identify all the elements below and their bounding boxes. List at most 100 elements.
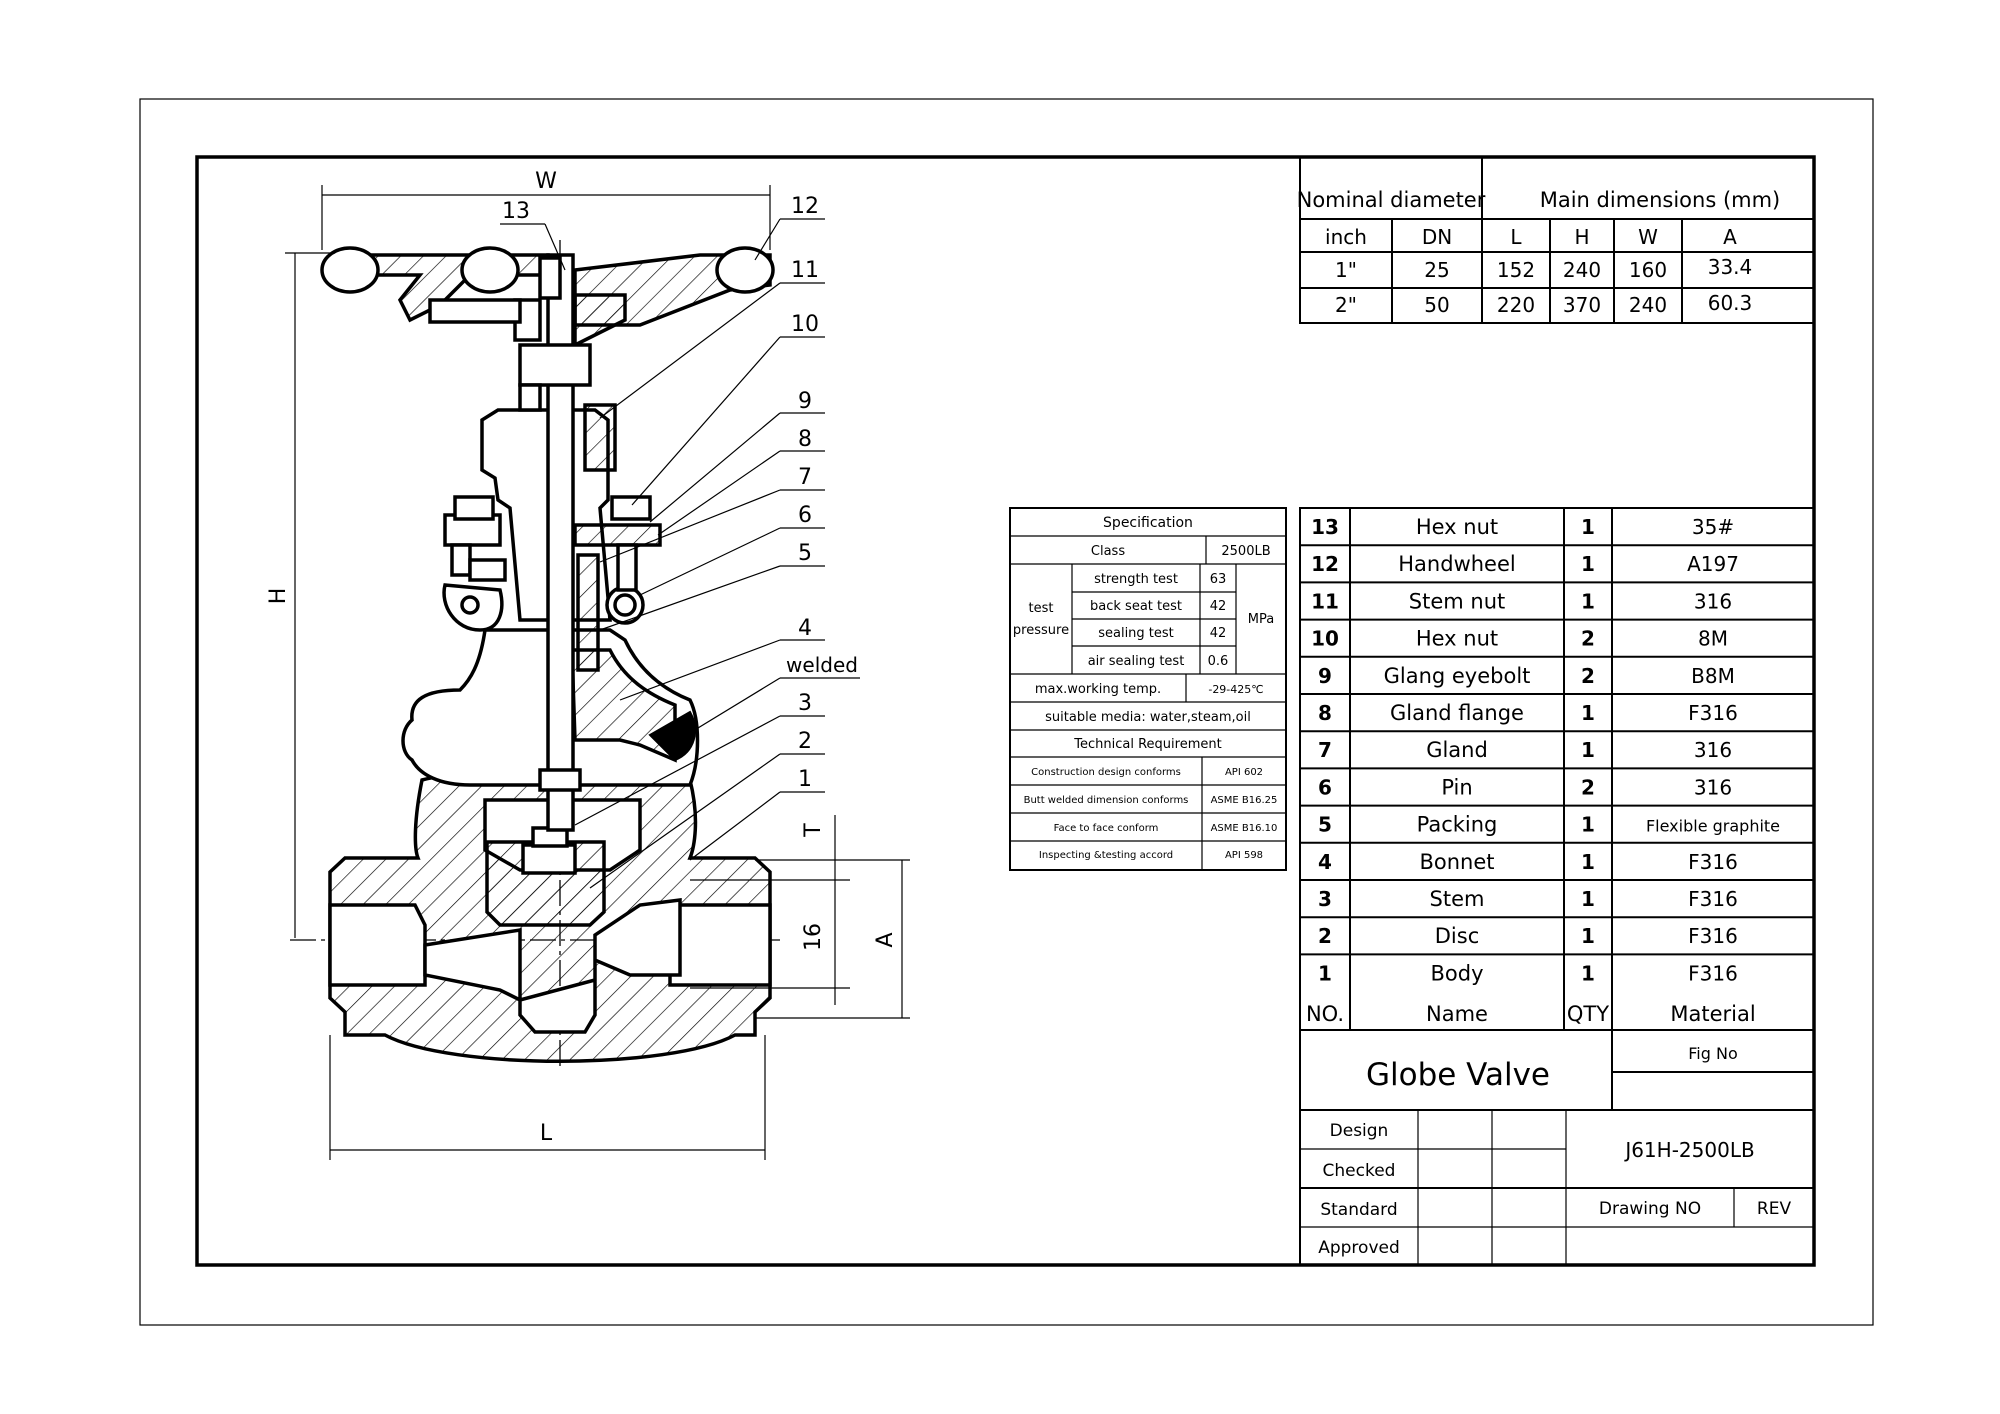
part-no: 3 <box>1318 887 1332 911</box>
gland-flange <box>573 523 662 547</box>
part-material: Flexible graphite <box>1646 817 1780 836</box>
dim-cell: 33.4 <box>1708 255 1753 279</box>
col-l: L <box>1510 225 1522 249</box>
part-qty: 1 <box>1581 552 1595 576</box>
part-material: A197 <box>1687 552 1739 576</box>
callout-3: 3 <box>798 691 812 716</box>
callout-6: 6 <box>798 503 812 528</box>
requirement-value: API 598 <box>1225 850 1263 861</box>
part-name: Glang eyebolt <box>1384 664 1531 688</box>
part-no: 13 <box>1311 515 1339 539</box>
part-qty: 1 <box>1581 850 1595 874</box>
part-material: 316 <box>1694 775 1732 799</box>
spec-class-value: 2500LB <box>1221 544 1270 559</box>
dim-l-label: L <box>540 1121 553 1146</box>
callout-4: 4 <box>798 616 812 641</box>
part-material: 35# <box>1692 515 1734 539</box>
pressure-unit: MPa <box>1248 612 1274 627</box>
part-qty: 1 <box>1581 515 1595 539</box>
dim-cell: 2" <box>1335 293 1357 317</box>
dimension-lines: W H L A T 16 <box>266 169 910 1160</box>
part-qty: 1 <box>1581 813 1595 837</box>
requirement-value: ASME B16.25 <box>1211 795 1278 806</box>
test-value: 0.6 <box>1208 654 1229 669</box>
part-name: Stem <box>1430 887 1485 911</box>
callout-1: 1 <box>798 767 812 792</box>
col-h: H <box>1574 225 1589 249</box>
part-name: Handwheel <box>1398 552 1515 576</box>
part-qty: 1 <box>1581 701 1595 725</box>
part-no: 12 <box>1311 552 1339 576</box>
part-material: F316 <box>1688 961 1738 985</box>
outer-frame <box>139 98 1874 1326</box>
part-name: Gland <box>1426 738 1488 762</box>
part-material: F316 <box>1688 701 1738 725</box>
dim-a-label: A <box>873 932 898 947</box>
test-name: air sealing test <box>1088 654 1185 669</box>
dim-cell: 152 <box>1497 258 1535 282</box>
col-w: W <box>1638 225 1658 249</box>
spec-title: Specification <box>1103 515 1193 531</box>
callout-2: 2 <box>798 729 812 754</box>
callout-10: 10 <box>791 312 819 337</box>
test-name: sealing test <box>1098 626 1174 641</box>
part-name: Pin <box>1441 775 1472 799</box>
part-callouts: 13 12 11 10 9 8 7 6 5 <box>500 194 860 889</box>
part-material: F316 <box>1688 887 1738 911</box>
dim-cell: 240 <box>1629 293 1667 317</box>
callout-7: 7 <box>798 465 812 490</box>
suitable-media: suitable media: water,steam,oil <box>1045 710 1251 725</box>
dimensions-table: Nominal diameter Main dimensions (mm) in… <box>1297 156 1815 324</box>
dim-cell: 1" <box>1335 258 1357 282</box>
part-material: 316 <box>1694 589 1732 613</box>
dim-t-label: T <box>801 823 826 838</box>
callout-8: 8 <box>798 427 812 452</box>
dim-cell: 370 <box>1563 293 1601 317</box>
welded-label: welded <box>786 653 858 677</box>
approved-label: Approved <box>1318 1238 1400 1258</box>
weld-bead <box>648 710 696 762</box>
requirement-name: Construction design conforms <box>1031 767 1181 778</box>
dim-w-label: W <box>535 169 557 194</box>
part-no: 1 <box>1318 961 1332 985</box>
requirement-name: Butt welded dimension conforms <box>1024 795 1189 806</box>
callout-12: 12 <box>791 194 819 219</box>
test-name: strength test <box>1094 572 1178 587</box>
header-qty: QTY <box>1567 1002 1609 1026</box>
rev-label: REV <box>1757 1199 1792 1219</box>
part-name: Bonnet <box>1419 850 1494 874</box>
callout-9: 9 <box>798 389 812 414</box>
part-no: 6 <box>1318 775 1332 799</box>
packing <box>576 553 600 672</box>
part-qty: 1 <box>1581 738 1595 762</box>
part-no: 9 <box>1318 664 1332 688</box>
part-material: B8M <box>1691 664 1735 688</box>
dim-cell: 240 <box>1563 258 1601 282</box>
part-no: 5 <box>1318 813 1332 837</box>
test-value: 63 <box>1210 572 1227 587</box>
header-name: Name <box>1426 1002 1488 1026</box>
requirement-name: Inspecting &testing accord <box>1039 850 1173 861</box>
specification-table: Specification Class 2500LB test pressure… <box>1009 507 1287 871</box>
callout-11: 11 <box>791 258 819 283</box>
part-no: 10 <box>1311 627 1339 651</box>
tech-requirement-title: Technical Requirement <box>1073 737 1221 752</box>
part-material: F316 <box>1688 850 1738 874</box>
standard-label: Standard <box>1320 1200 1397 1220</box>
requirement-name: Face to face conform <box>1054 823 1159 834</box>
dim-cell: 25 <box>1424 258 1449 282</box>
valve-stem <box>546 253 575 832</box>
part-qty: 1 <box>1581 589 1595 613</box>
title-block: Globe Valve Fig No Design Checked Standa… <box>1300 1044 1814 1265</box>
callout-13: 13 <box>502 199 530 224</box>
part-no: 4 <box>1318 850 1332 874</box>
part-no: 7 <box>1318 738 1332 762</box>
drawing-no-label: Drawing NO <box>1599 1199 1701 1219</box>
part-material: 8M <box>1698 627 1728 651</box>
max-temp-value: -29-425℃ <box>1208 683 1263 696</box>
part-material: F316 <box>1688 924 1738 948</box>
col-inch: inch <box>1325 225 1367 249</box>
part-qty: 2 <box>1581 627 1595 651</box>
